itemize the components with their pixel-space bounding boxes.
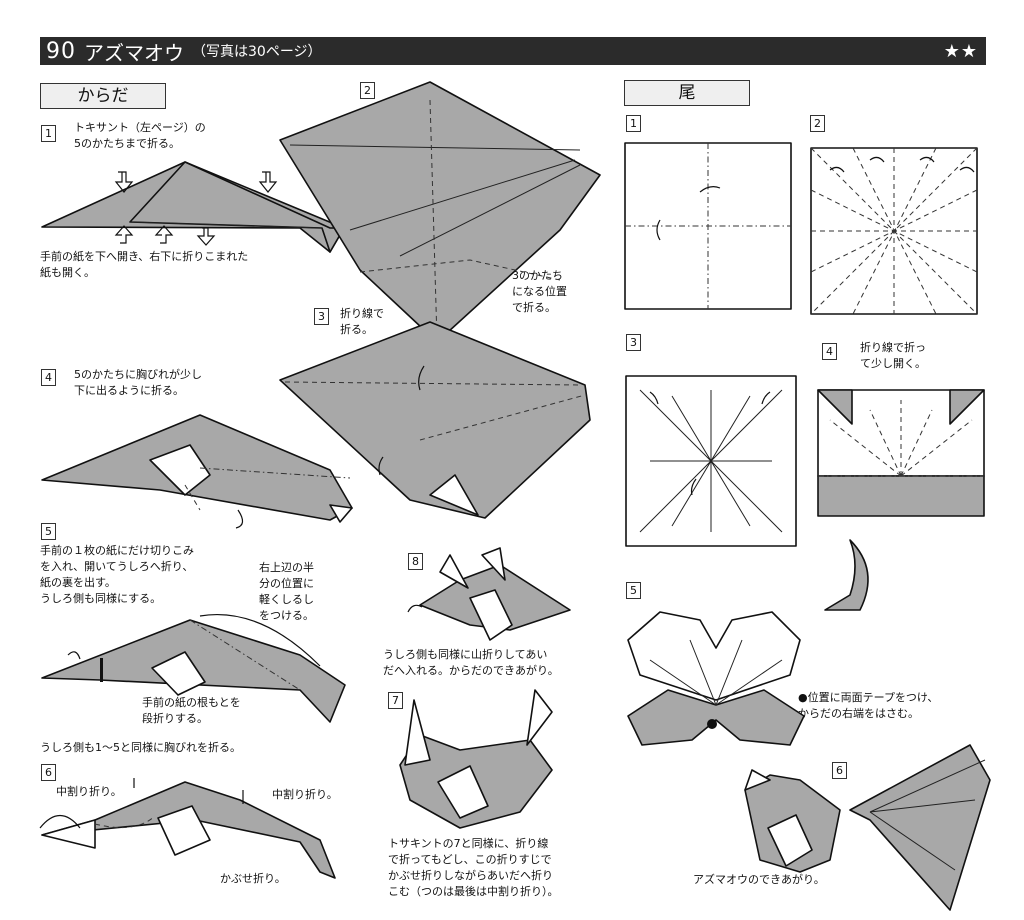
step-tail-6: 6	[832, 762, 847, 779]
step3-instruction: 折り線で 折る。	[340, 307, 384, 336]
step7-note: トサキントの7と同様に、折り線 で折ってもどし、この折りすじで かぶせ折りしなが…	[388, 837, 559, 898]
step-tail-4: 4	[822, 343, 837, 360]
diagram-body-6	[39, 778, 336, 879]
step-tail-2: 2	[810, 115, 825, 132]
page-header: 90 アズマオウ （写真は30ページ） ★★	[40, 37, 986, 65]
model-number: 90	[46, 38, 76, 64]
step-tail-5: 5	[626, 582, 641, 599]
step-tail-3: 3	[626, 334, 641, 351]
step5-instruction: 手前の１枚の紙にだけ切りこみ を入れ、開いてうしろへ折り、 紙の裏を出す。 うし…	[40, 544, 194, 605]
diagram-tail-2	[810, 147, 978, 315]
model-title: アズマオウ	[84, 40, 184, 65]
diagram-body-8	[407, 547, 571, 641]
step5-side-note: 右上辺の半 分の位置に 軽くしるし をつける。	[259, 561, 314, 622]
diagram-tail-4	[817, 389, 985, 611]
diagram-tail-6	[744, 744, 991, 911]
diagram-body-1	[41, 161, 345, 253]
step-tail-1: 1	[626, 115, 641, 132]
step-body-4: 4	[41, 369, 56, 386]
diagram-body-2	[279, 81, 601, 343]
step-body-2: 2	[360, 82, 375, 99]
step-body-1: 1	[41, 125, 56, 142]
diagram-tail-3	[625, 375, 797, 547]
diagram-body-5	[41, 614, 346, 723]
model-subtitle: （写真は30ページ）	[192, 44, 322, 60]
step8-note: うしろ側も同様に山折りしてあい だへ入れる。からだのできあがり。	[383, 648, 559, 677]
step-body-5: 5	[41, 523, 56, 540]
section-body-title: からだ	[40, 83, 166, 109]
step-body-6: 6	[41, 764, 56, 781]
step6-bottom-note: かぶせ折り。	[220, 872, 286, 885]
tail-step6-note: アズマオウのできあがり。	[693, 873, 825, 886]
step4-instruction: 5のかたちに胸びれが少し 下に出るように折る。	[74, 368, 202, 397]
step-body-8: 8	[408, 553, 423, 570]
step-body-7: 7	[388, 692, 403, 709]
step1-instruction: トキサント（左ページ）の 5のかたちまで折る。	[74, 121, 206, 150]
section-tail-title: 尾	[624, 80, 750, 106]
step6-right-note: 中割り折り。	[272, 788, 338, 801]
diagram-tail-1	[624, 142, 792, 310]
step1-note: 手前の紙を下へ開き、右下に折りこまれた 紙も開く。	[40, 250, 249, 279]
diagram-body-3	[279, 321, 591, 519]
tail-step5-note: ●位置に両面テープをつけ、 からだの右端をはさむ。	[798, 691, 939, 720]
diagram-body-4	[41, 414, 353, 529]
diagram-body-7	[399, 689, 553, 829]
tail-step4-instruction: 折り線で折っ て少し開く。	[860, 341, 926, 370]
difficulty-stars: ★★	[943, 40, 978, 62]
step5-note: 手前の紙の根もとを 段折りする。	[142, 696, 241, 725]
step5-after: うしろ側も1～5と同様に胸びれを折る。	[40, 741, 241, 754]
diagram-tail-5	[627, 611, 805, 746]
step-body-3: 3	[314, 308, 329, 325]
step6-left-note: 中割り折り。	[56, 785, 122, 798]
